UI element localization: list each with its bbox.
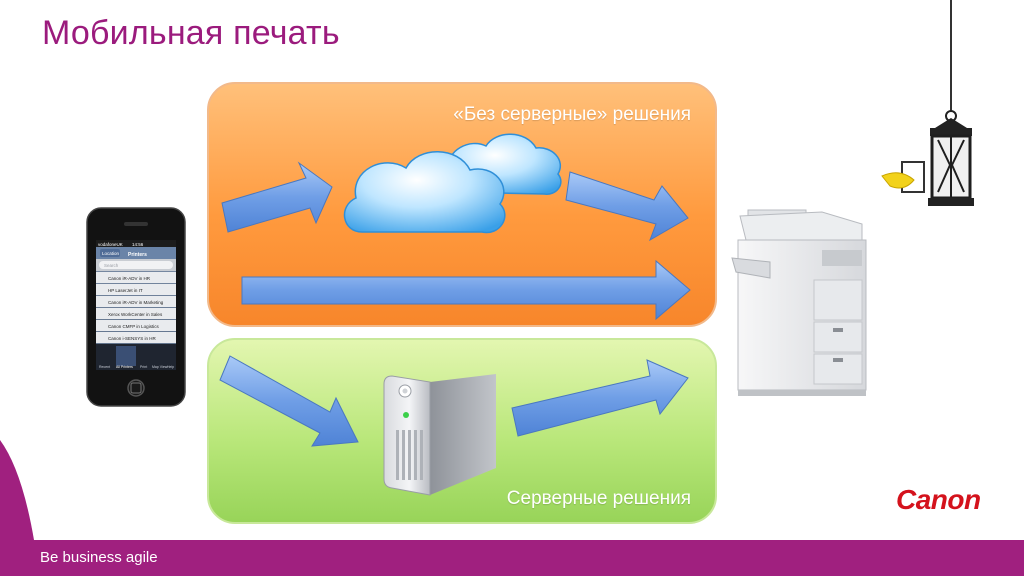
footer-tagline: Be business agile [40,549,158,566]
smartphone [86,207,186,407]
cloud-icon [343,133,562,234]
arrow-server-to-printer [511,359,689,437]
arrow-phone-to-printer-direct [241,259,691,321]
server-panel-label: Серверные решения [506,488,691,509]
arrow-cloud-to-printer [565,171,689,242]
canon-logo: Canon [896,484,981,515]
arrow-phone-to-server [219,355,359,447]
slide-title: Мобильная печать [42,14,340,52]
printer-icon [731,209,867,396]
serverless-panel-label: «Без серверные» решения [453,104,691,125]
server-icon [383,374,496,496]
lantern-icon [881,0,974,206]
arrow-phone-to-cloud [221,161,333,233]
footer-bar: Be business agile [0,540,1024,576]
